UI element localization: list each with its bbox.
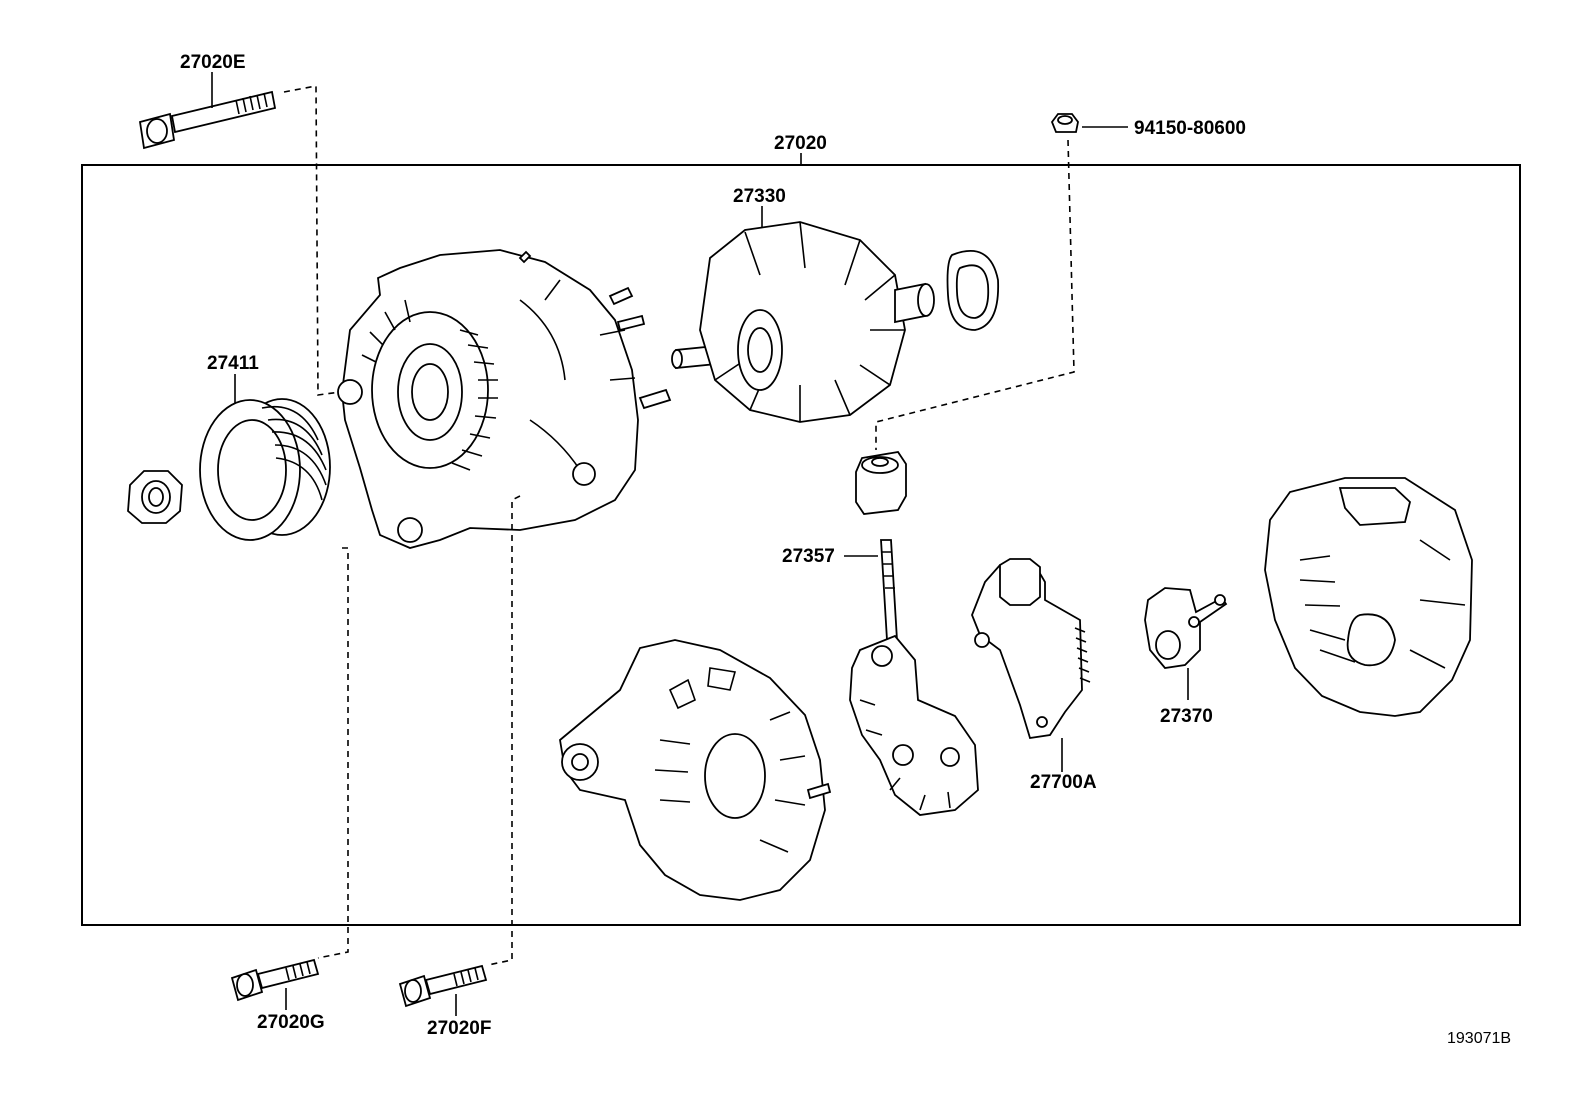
brush-27370-icon[interactable] xyxy=(1144,587,1228,669)
pulley-27411-icon[interactable] xyxy=(199,398,331,541)
bolt-27020G-icon[interactable] xyxy=(230,958,320,1002)
dash-27020G xyxy=(317,547,349,959)
dash-27020F xyxy=(487,495,521,966)
label-27020F[interactable]: 27020F xyxy=(427,1018,491,1039)
label-27330[interactable]: 27330 xyxy=(733,186,786,207)
regulator-27700A-icon[interactable] xyxy=(971,558,1091,740)
label-27700A[interactable]: 27700A xyxy=(1030,772,1097,793)
pulley-nut-icon[interactable] xyxy=(127,470,183,524)
figure-reference: 193071B xyxy=(1447,1030,1511,1047)
rectifier-27357-icon[interactable] xyxy=(849,539,979,816)
label-27020E[interactable]: 27020E xyxy=(180,52,246,73)
oring-icon[interactable] xyxy=(946,250,1000,331)
bearing-holder-icon[interactable] xyxy=(855,451,907,515)
bolt-27020F-icon[interactable] xyxy=(398,964,488,1008)
dash-27020E xyxy=(283,85,341,396)
bolt-27020E-icon[interactable] xyxy=(138,90,277,150)
rotor-27330-icon[interactable] xyxy=(671,221,935,423)
label-27020G[interactable]: 27020G xyxy=(257,1012,325,1033)
label-27020[interactable]: 27020 xyxy=(774,133,827,154)
label-94150-80600[interactable]: 94150-80600 xyxy=(1134,118,1246,139)
label-27370[interactable]: 27370 xyxy=(1160,706,1213,727)
nut-94150-80600-icon[interactable] xyxy=(1050,113,1079,133)
rear-cover-icon[interactable] xyxy=(1264,477,1473,717)
rear-housing-icon[interactable] xyxy=(559,639,832,901)
front-housing-icon[interactable] xyxy=(337,249,672,549)
label-27411[interactable]: 27411 xyxy=(207,353,259,374)
dash-94150 xyxy=(875,139,1075,450)
label-27357[interactable]: 27357 xyxy=(782,546,835,567)
